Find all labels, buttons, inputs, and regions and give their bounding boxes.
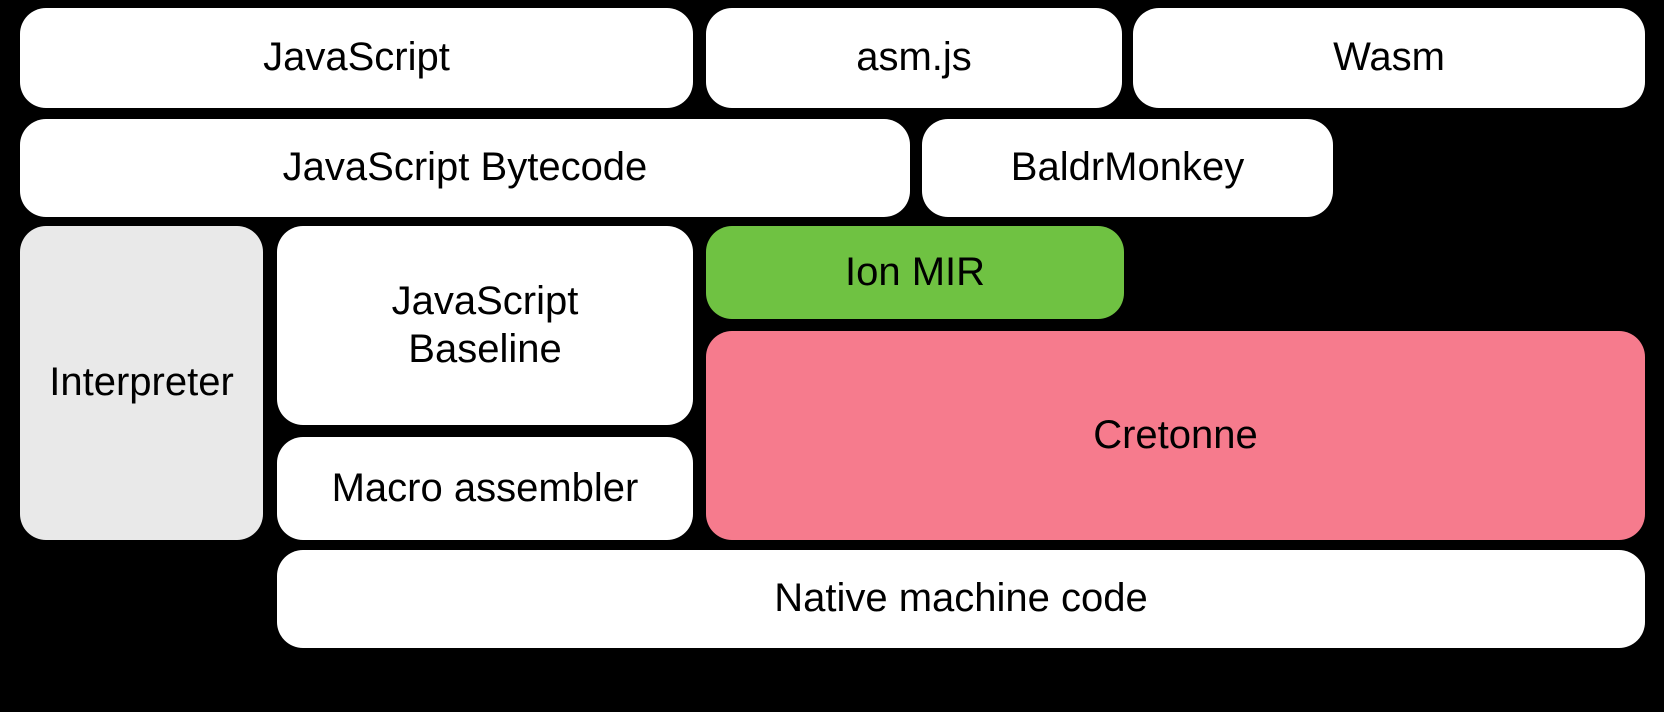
node-javascript-bytecode[interactable]: JavaScript Bytecode [20, 119, 910, 217]
node-ion-mir[interactable]: Ion MIR [706, 226, 1124, 319]
node-javascript[interactable]: JavaScript [20, 8, 693, 108]
node-label-macro-assembler: Macro assembler [331, 465, 639, 510]
node-label-wasm: Wasm [1333, 35, 1445, 80]
node-label-baldrmonkey: BaldrMonkey [1010, 145, 1245, 190]
node-interpreter[interactable]: Interpreter [20, 226, 263, 540]
node-label-native-machine-code: Native machine code [774, 576, 1148, 621]
node-label-ion-mir: Ion MIR [844, 249, 986, 294]
node-label-javascript-baseline: JavaScript Baseline [391, 279, 579, 371]
node-baldrmonkey[interactable]: BaldrMonkey [922, 119, 1333, 217]
node-wasm[interactable]: Wasm [1133, 8, 1645, 108]
node-label-javascript-bytecode: JavaScript Bytecode [282, 145, 648, 190]
node-macro-assembler[interactable]: Macro assembler [277, 437, 693, 540]
node-label-asmjs: asm.js [856, 35, 972, 80]
node-asmjs[interactable]: asm.js [706, 8, 1122, 108]
node-javascript-baseline[interactable]: JavaScript Baseline [277, 226, 693, 425]
node-native-machine-code[interactable]: Native machine code [277, 550, 1645, 648]
node-label-cretonne: Cretonne [1093, 412, 1258, 457]
node-cretonne[interactable]: Cretonne [706, 331, 1645, 540]
node-label-javascript: JavaScript [263, 35, 450, 80]
node-label-interpreter: Interpreter [49, 360, 234, 405]
